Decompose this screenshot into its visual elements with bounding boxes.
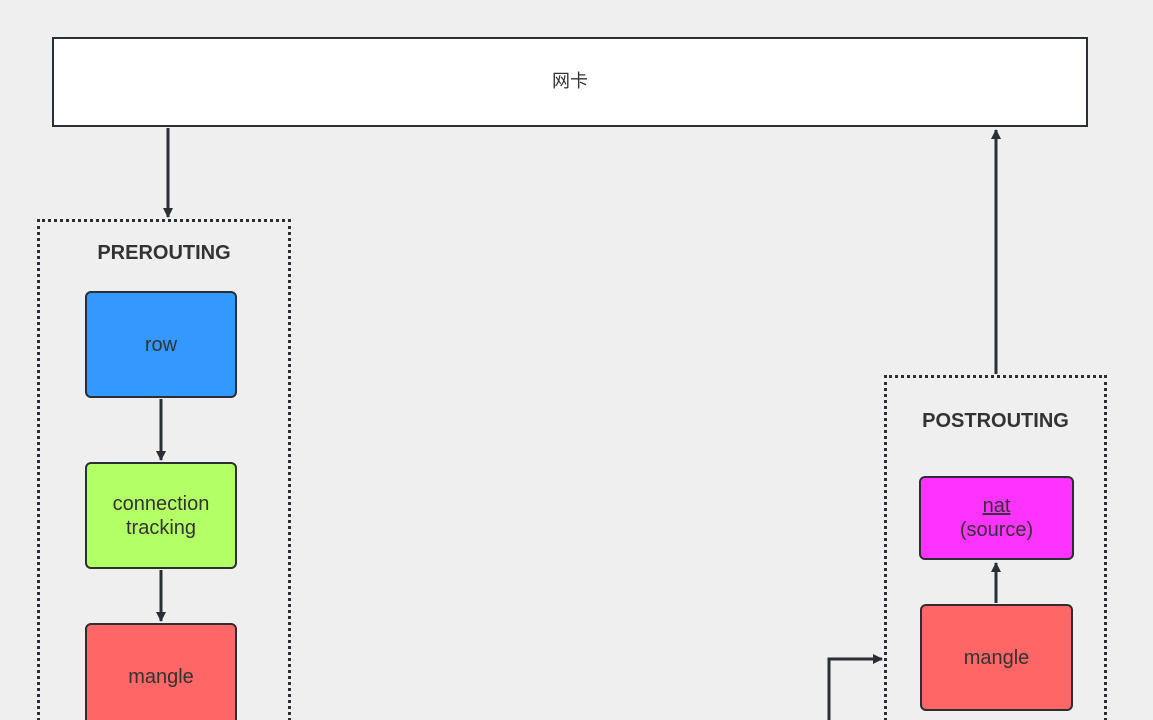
prerouting-title: PREROUTING <box>97 242 231 264</box>
postrouting-mangle-box[interactable]: mangle <box>920 604 1073 711</box>
nat-label: nat <box>982 495 1011 517</box>
nic-label: 网卡 <box>552 71 588 92</box>
postrouting-title: POSTROUTING <box>922 410 1069 432</box>
arrow-into-postrouting <box>827 654 883 720</box>
nic-box[interactable]: 网卡 <box>52 37 1088 127</box>
connection-tracking-box[interactable]: connection tracking <box>85 462 237 569</box>
connection-tracking-label-line1: connection <box>112 492 210 515</box>
prerouting-mangle-label: mangle <box>128 665 194 688</box>
nat-source-label: (source) <box>959 519 1034 541</box>
prerouting-group[interactable]: PREROUTING <box>37 219 291 720</box>
postrouting-group[interactable]: POSTROUTING <box>884 375 1107 720</box>
connection-tracking-label-line2: tracking <box>125 516 197 539</box>
row-box[interactable]: row <box>85 291 237 398</box>
row-label: row <box>144 333 178 356</box>
postrouting-mangle-label: mangle <box>963 646 1030 669</box>
prerouting-mangle-box[interactable]: mangle <box>85 623 237 720</box>
nat-source-box[interactable]: nat (source) <box>919 476 1074 560</box>
